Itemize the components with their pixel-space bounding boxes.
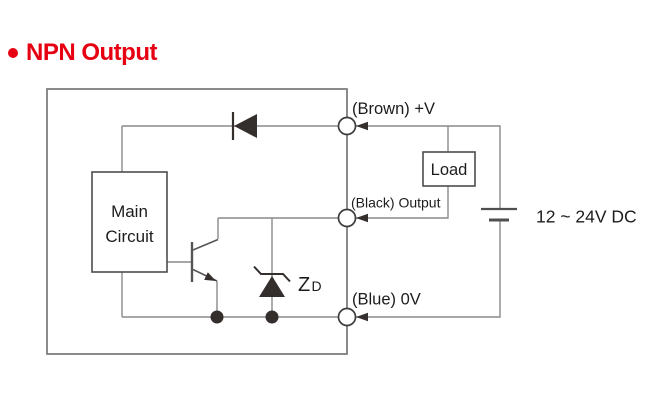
load-block: Load [422,151,476,187]
main-circuit-label-line1: Main [111,202,148,221]
main-circuit-box [91,171,168,273]
zener-cathode-bar [253,265,291,283]
zener-label-z: Z [298,274,310,296]
load-bottom-wire [355,186,449,219]
transistor-collector [192,238,219,251]
diode-icon [231,112,257,140]
battery-icon [481,207,517,222]
arrow-left-icon [356,121,368,131]
junction-dot [210,310,224,324]
zero-volt-external-wire [355,221,501,318]
zener-label: Z D [298,274,322,296]
zener-label-d-subscript: D [312,278,322,294]
emitter-arrow-icon [204,272,216,281]
vplus-external-wire [355,125,501,208]
terminal-black [337,208,357,228]
npn-transistor-icon [190,238,219,282]
diode-triangle [234,114,257,138]
main-circuit-label-line2: Circuit [105,227,153,246]
load-label: Load [431,161,468,179]
zener-triangle [259,276,285,297]
main-circuit-block: Main Circuit [91,171,168,273]
brown-terminal-label: (Brown) +V [352,100,435,118]
terminal-blue [337,307,357,327]
section-title: NPN Output [8,41,157,65]
arrow-left-icon [356,312,368,322]
arrow-left-icon [356,213,368,223]
blue-terminal-label: (Blue) 0V [352,291,421,309]
supply-voltage-label: 12 ~ 24V DC [536,207,637,227]
terminal-brown [337,116,357,136]
external-wires [355,125,501,318]
bullet-icon [8,48,18,58]
black-terminal-label: (Black) Output [351,195,441,211]
load-box [422,151,476,187]
junction-dot [265,310,279,324]
zener-diode-icon [253,265,291,297]
page-title: NPN Output [26,39,157,66]
